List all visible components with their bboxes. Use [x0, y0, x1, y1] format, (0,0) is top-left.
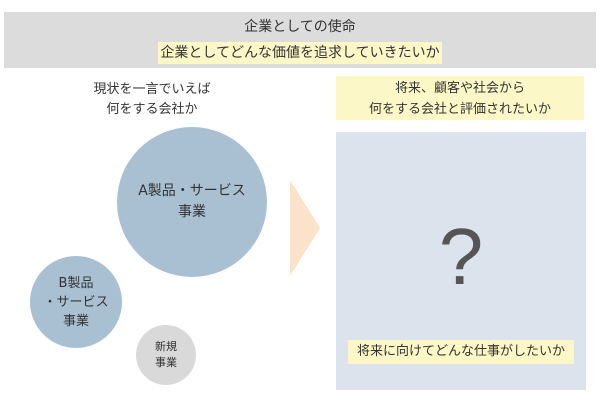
current-caption-line1: 現状を一言でいえば [93, 82, 211, 97]
question-mark: ? [438, 212, 484, 301]
circle-a-line2: 事業 [177, 204, 206, 220]
circle-a-line1: A製品・サービス [138, 183, 246, 199]
circle-b-line3: 事業 [62, 313, 89, 329]
arrow-right-icon [290, 180, 320, 276]
mission-subtitle: 企業としてどんな価値を追求していきたいか [158, 42, 442, 64]
circle-new-line1: 新規 [155, 340, 177, 353]
future-caption: 将来、顧客や社会から 何をする会社と評価されたいか [336, 76, 584, 120]
future-caption-line1: 将来、顧客や社会から [394, 81, 525, 96]
current-caption: 現状を一言でいえば 何をする会社か [62, 80, 242, 120]
arrow-shape [290, 180, 320, 276]
current-caption-line2: 何をする会社か [106, 102, 198, 117]
circle-new-line2: 事業 [155, 356, 177, 369]
mission-title: 企業としての使命 [244, 19, 356, 35]
future-note: 将来に向けてどんな仕事がしたいか [348, 340, 574, 364]
circle-b-line2: ・サービス [43, 294, 109, 310]
circle-new-business: 新規 事業 [136, 325, 196, 385]
future-box: ? 将来に向けてどんな仕事がしたいか [336, 132, 586, 390]
mission-header: 企業としての使命 企業としてどんな価値を追求していきたいか [4, 12, 596, 68]
circle-b-business: B製品 ・サービス 事業 [30, 256, 122, 348]
circle-a-business: A製品・サービス 事業 [117, 127, 267, 277]
future-caption-line2: 何をする会社と評価されたいか [368, 102, 551, 117]
circle-b-line1: B製品 [58, 275, 94, 291]
